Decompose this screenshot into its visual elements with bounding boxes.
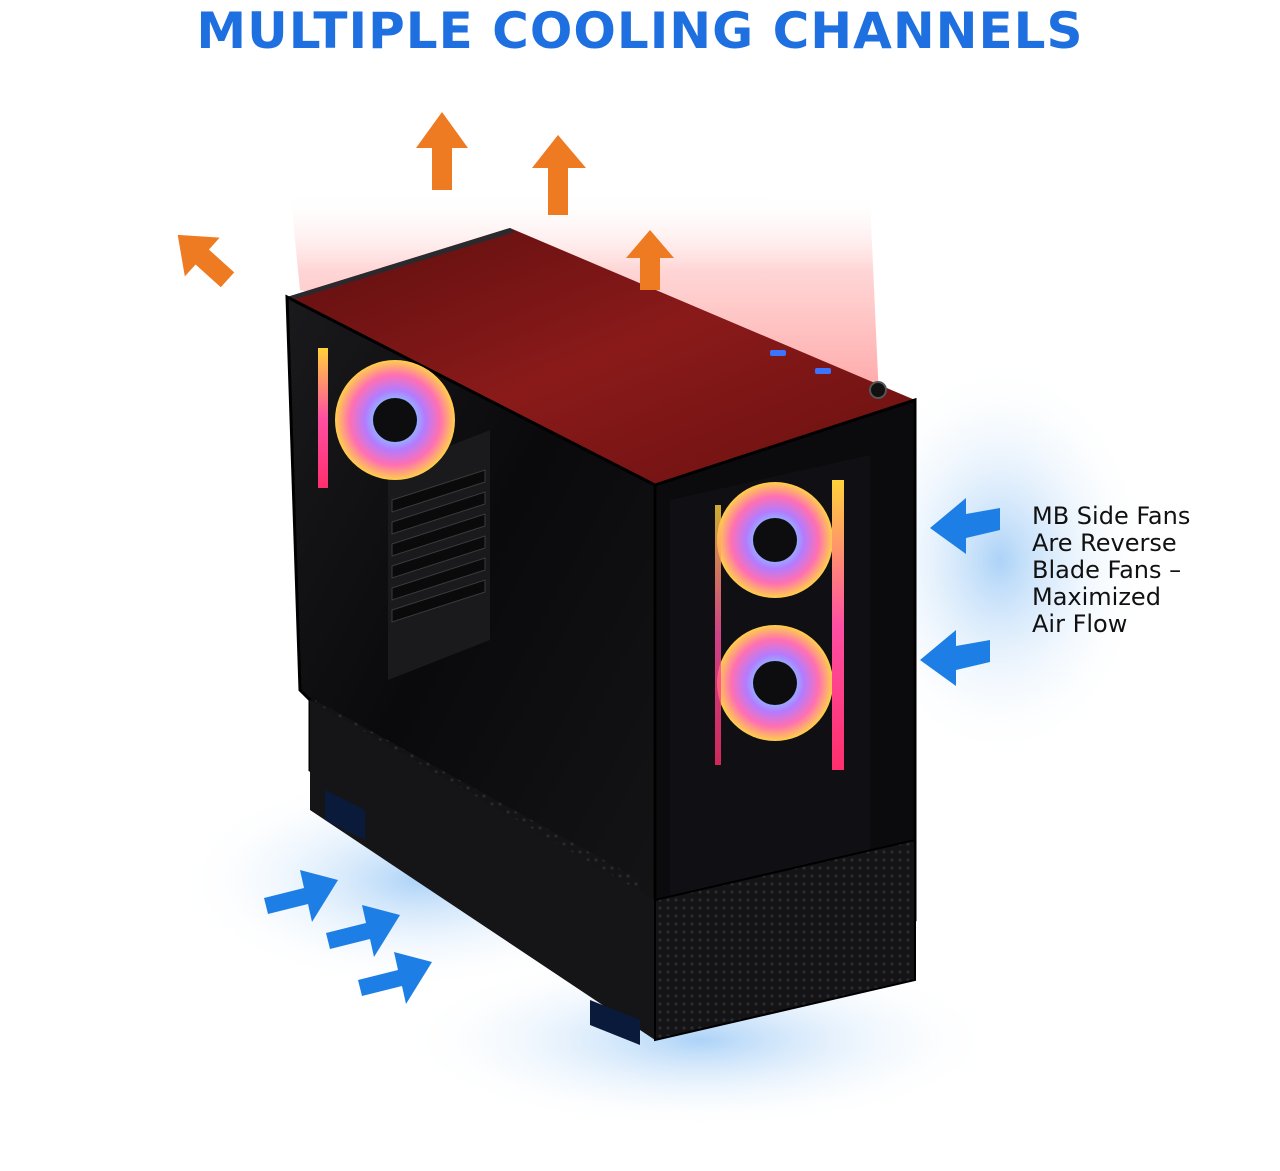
caption-line: Blade Fans – xyxy=(1032,556,1182,584)
exhaust-arrows xyxy=(177,112,674,290)
arrow-left-blue-icon xyxy=(920,630,990,686)
caption-line: MB Side Fans xyxy=(1032,502,1191,530)
case-bottom-left xyxy=(310,700,655,1040)
arrow-right-blue-icon xyxy=(326,905,400,957)
headline: MULTIPLE COOLING CHANNELS xyxy=(196,2,1084,60)
arrow-right-blue-icon xyxy=(264,870,338,922)
case-top-panel xyxy=(287,228,915,485)
caption-line: Maximized xyxy=(1032,583,1161,611)
caption-line: Air Flow xyxy=(1032,610,1128,638)
arrow-up-orange-icon xyxy=(532,135,586,215)
side-fans-caption: MB Side Fans Are Reverse Blade Fans – Ma… xyxy=(1032,503,1262,638)
arrow-right-blue-icon xyxy=(358,952,432,1004)
arrow-up-orange-icon xyxy=(177,234,235,288)
pcie-slots xyxy=(388,430,490,680)
front-rgb-strip xyxy=(832,480,844,770)
caption-line: Are Reverse xyxy=(1032,529,1177,557)
front-rgb-fan-top xyxy=(717,482,833,598)
arrow-up-orange-icon xyxy=(416,112,468,190)
front-rgb-fan-bottom xyxy=(717,625,833,741)
arrow-left-blue-icon xyxy=(930,498,1000,554)
arrow-up-orange-icon xyxy=(626,230,674,290)
rear-rgb-fan xyxy=(318,348,455,488)
usb-port xyxy=(815,368,831,374)
usb-port xyxy=(770,350,786,356)
side-intake-arrows xyxy=(920,498,1000,686)
case-foot xyxy=(590,1000,640,1045)
bottom-intake-arrows xyxy=(264,870,432,1004)
case-foot xyxy=(325,790,365,840)
case-bottom-front-mesh xyxy=(654,838,916,1042)
power-button xyxy=(869,381,887,399)
